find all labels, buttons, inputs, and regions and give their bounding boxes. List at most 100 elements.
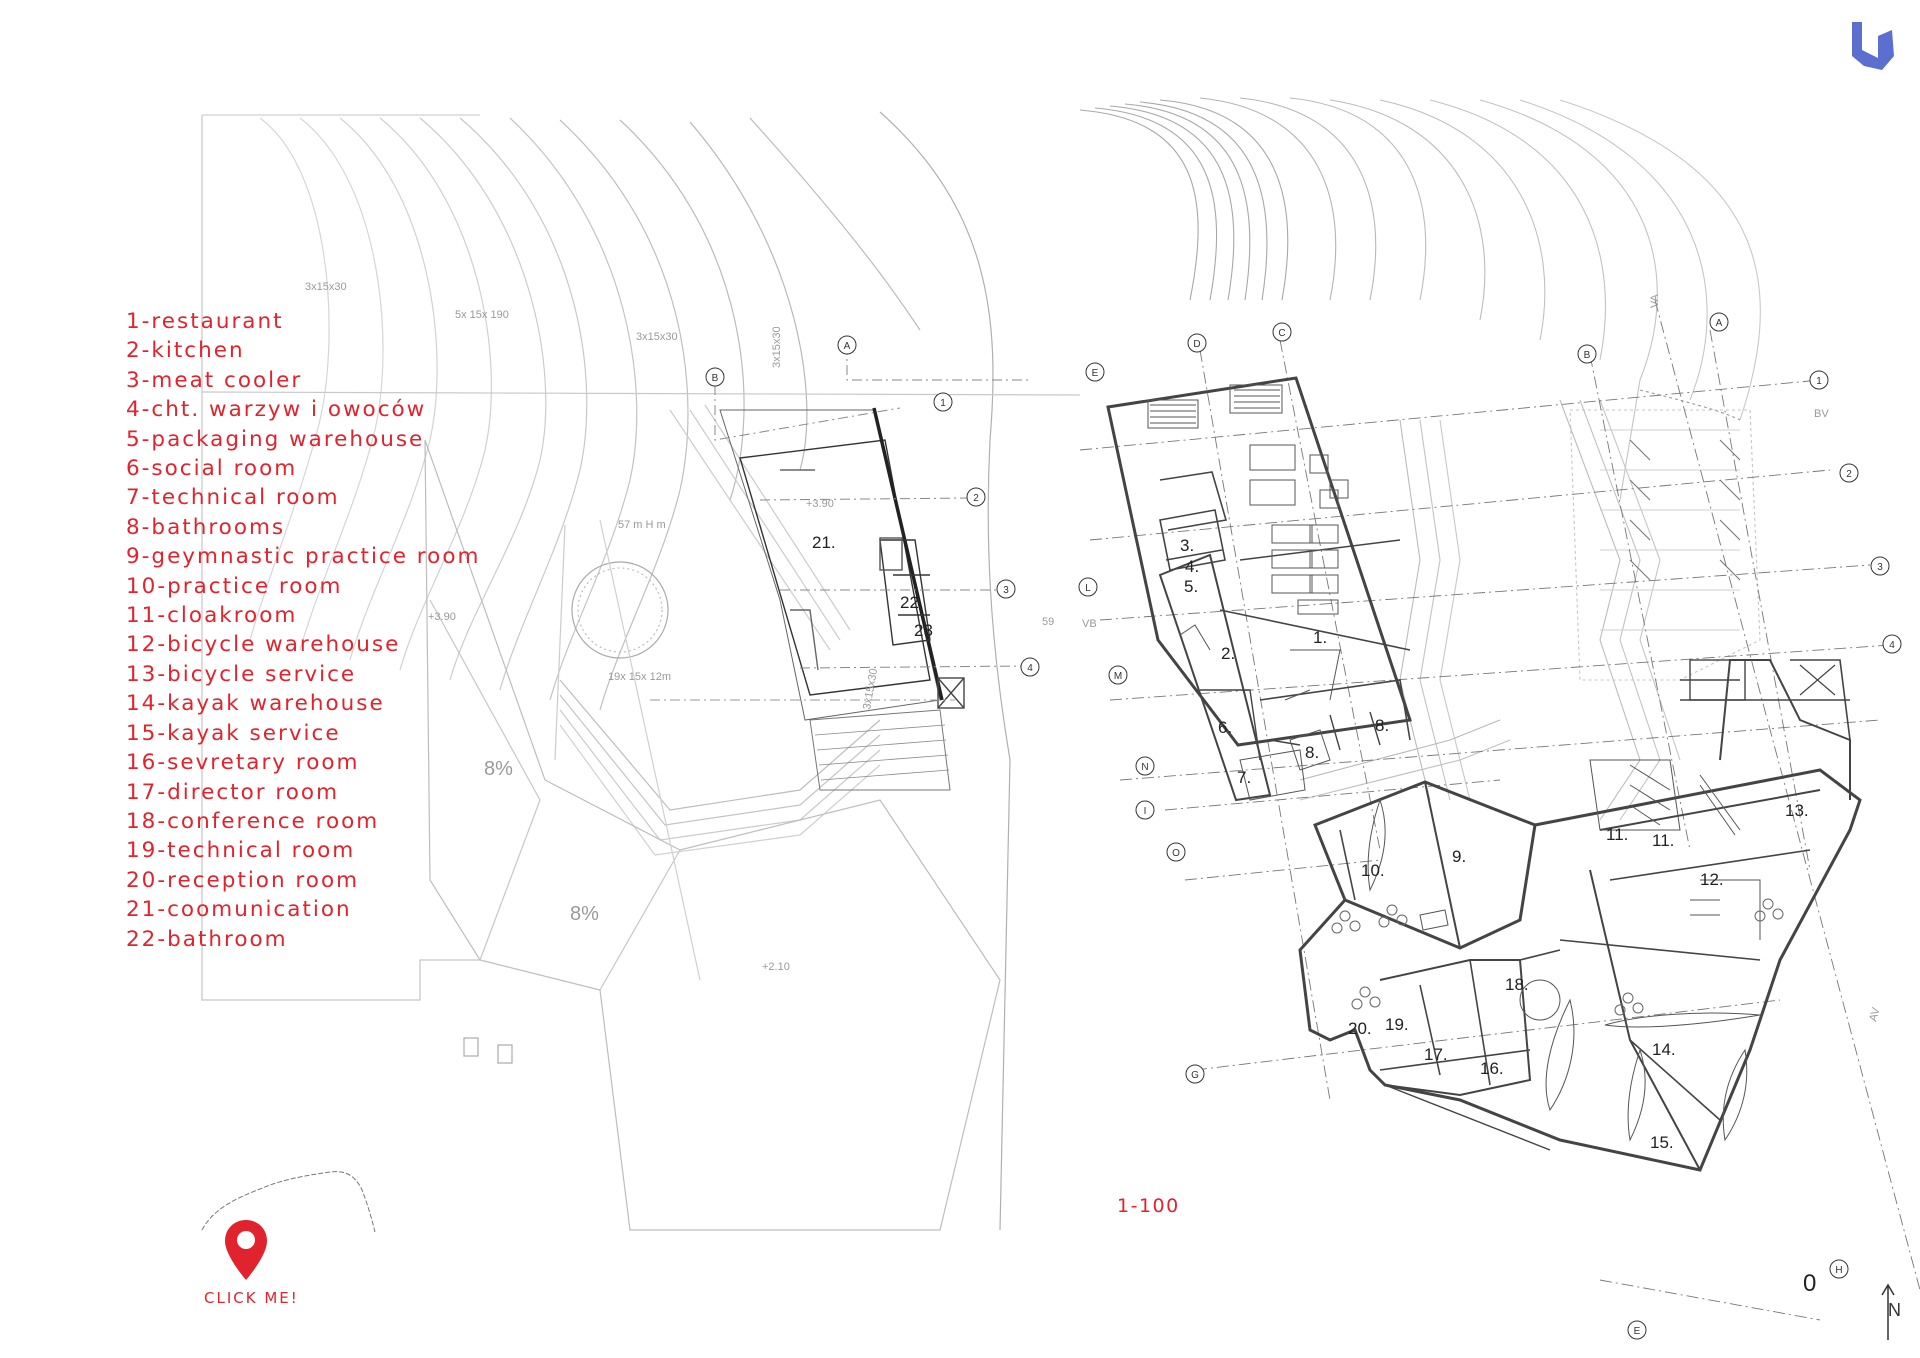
stair-note: 5x 15x 190: [455, 309, 509, 321]
room-number: 12.: [1700, 870, 1724, 889]
legend-item: 20-reception room: [126, 867, 360, 893]
legend-item: 15-kayak service: [126, 720, 341, 746]
stair-note: 3x15x30: [771, 326, 783, 368]
level-note: +3.90: [806, 498, 834, 510]
right-plant-marks: [1331, 898, 1784, 1016]
left-site-plan: [201, 111, 1081, 1231]
left-axis-labels: A B 1 2 3 4: [712, 341, 1034, 674]
level-note: +3.90: [428, 611, 456, 623]
right-furniture: [1147, 384, 1761, 1142]
right-axis-label: M: [1114, 671, 1122, 682]
legend-item: 5-packaging warehouse: [126, 426, 425, 452]
legend-item: 6-social room: [126, 456, 298, 482]
level-note: +2.10: [762, 961, 790, 973]
slope-note: 8%: [484, 758, 513, 780]
room-number: 14.: [1652, 1040, 1676, 1059]
stair-note: 3x15x30: [305, 281, 347, 293]
corner-label: AV: [1867, 1006, 1882, 1023]
room-number: 15.: [1650, 1133, 1674, 1152]
room-number: 19.: [1385, 1015, 1409, 1034]
legend-item: 21-coomunication: [126, 897, 352, 923]
legend-item: 17-director room: [126, 779, 340, 805]
legend-item: 13-bicycle service: [126, 661, 357, 687]
room-number: 11.: [1606, 825, 1628, 844]
corner-label: VA: [1649, 293, 1661, 308]
stair-note: 3x15x30: [636, 331, 678, 343]
right-corner-labels: VA BV VB AV: [1082, 293, 1883, 1022]
room-number: 7.: [1237, 768, 1251, 787]
room-number: 21.: [812, 533, 836, 552]
right-axis-label: N: [1141, 762, 1148, 773]
room-number: 3.: [1180, 536, 1194, 555]
right-axis-label: L: [1085, 583, 1091, 594]
left-building: [719, 407, 965, 791]
level-note: 59: [1042, 616, 1054, 628]
north-arrow-icon: [1881, 1283, 1895, 1340]
right-axis-label: 3: [1877, 562, 1883, 573]
legend-item: 12-bicycle warehouse: [126, 632, 401, 658]
right-site-contours: [1079, 97, 1761, 821]
left-axis-label: A: [844, 341, 851, 352]
stair-note: 3x15x30: [861, 667, 880, 710]
room-number: 1.: [1313, 628, 1327, 647]
room-legend: 1-restaurant 2-kitchen 3-meat cooler 4-c…: [126, 307, 480, 954]
scale-label: 1-100: [1117, 1195, 1180, 1217]
room-number: 13.: [1785, 801, 1809, 820]
legend-item: 1-restaurant: [126, 309, 284, 334]
left-room-numbers: 21. 22. 23: [812, 533, 933, 640]
right-axis-label: 2: [1846, 469, 1852, 480]
right-axis-labels: E D C L M N I O G B A 1 2 3 4 H E: [1085, 318, 1895, 1337]
right-axis-label: H: [1835, 1265, 1842, 1276]
map-pin-icon[interactable]: [222, 1218, 270, 1282]
right-axis-label: A: [1716, 318, 1723, 329]
legend-item: 9-geymnastic practice room: [126, 544, 481, 570]
right-axis-label: D: [1193, 339, 1200, 350]
left-axis-label: 3: [1003, 585, 1009, 596]
left-axis-label: 4: [1027, 663, 1033, 674]
left-axis-label: 1: [940, 398, 946, 409]
room-number: 22.: [900, 593, 924, 612]
room-number: 8.: [1375, 716, 1389, 735]
left-axis-label: 2: [973, 493, 979, 504]
room-number: 18.: [1505, 975, 1529, 994]
legend-item: 19-technical room: [126, 838, 356, 864]
room-number: 10.: [1361, 861, 1385, 880]
stair-note: 57 m H m: [618, 519, 666, 531]
legend-item: 4-cht. warzyw i owoców: [126, 397, 427, 423]
right-axis-label: C: [1278, 328, 1285, 339]
brand-logo-icon: [1852, 22, 1894, 70]
click-me-link[interactable]: CLICK ME!: [204, 1289, 299, 1307]
legend-item: 8-bathrooms: [126, 514, 286, 540]
legend-item: 11-cloakroom: [126, 603, 298, 629]
right-axis-label: G: [1191, 1070, 1199, 1081]
room-number: 16.: [1480, 1059, 1504, 1078]
right-room-numbers: 1. 2. 3. 4. 5. 6. 7. 8. 8. 9. 10. 11. 11…: [1180, 536, 1809, 1152]
room-number: 6.: [1218, 718, 1232, 737]
right-axis-label: O: [1172, 848, 1180, 859]
legend-item: 18-conference room: [126, 808, 380, 834]
right-building: [1106, 376, 1862, 1172]
hill-outline: [201, 1171, 376, 1233]
corner-label: VB: [1082, 618, 1097, 630]
room-number: 2.: [1221, 644, 1235, 663]
right-axis-label: B: [1584, 350, 1591, 361]
legend-item: 10-practice room: [126, 573, 343, 599]
right-axis-label: E: [1634, 1326, 1641, 1337]
legend-item: 3-meat cooler: [126, 367, 303, 393]
legend-item: 14-kayak warehouse: [126, 691, 385, 717]
room-number: 5.: [1184, 577, 1198, 596]
room-number: 8.: [1305, 743, 1319, 762]
north-label: N: [1888, 1300, 1901, 1320]
right-axis-label: 1: [1816, 376, 1822, 387]
corner-label: BV: [1814, 408, 1829, 420]
stair-note: 19x 15x 12m: [608, 671, 671, 683]
legend-item: 22-bathroom: [126, 926, 288, 952]
room-number: 11.: [1652, 831, 1674, 850]
legend-item: 7-technical room: [126, 485, 340, 511]
room-number: 20.: [1348, 1019, 1372, 1038]
drawing-footer-zero: 0: [1803, 1270, 1817, 1297]
left-axis-markers: [650, 335, 1040, 701]
right-axis-markers: [1078, 312, 1902, 1340]
legend-item: 16-sevretary room: [126, 750, 360, 776]
